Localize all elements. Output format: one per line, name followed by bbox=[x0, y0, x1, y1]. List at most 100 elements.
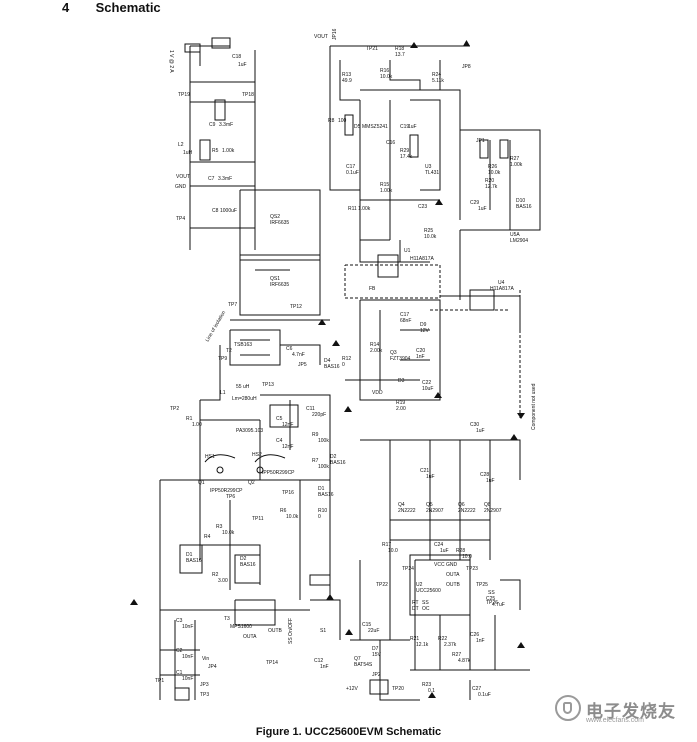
c28-value: 1uF bbox=[486, 478, 495, 484]
q2-value: IPP50R299CP bbox=[262, 470, 295, 476]
jp16-label: JP16 bbox=[332, 28, 338, 40]
section-title: Schematic bbox=[95, 0, 161, 15]
r2-value: 3.00 bbox=[218, 578, 228, 584]
d2-label: D2 bbox=[330, 454, 337, 460]
r13-value: 49.9 bbox=[342, 78, 352, 84]
u5a-value: LM2904 bbox=[510, 238, 528, 244]
c24-value: 1uF bbox=[440, 548, 449, 554]
c29-value: 1uF bbox=[478, 206, 487, 212]
q6-label: Q6 bbox=[458, 502, 465, 508]
c9-label: C9 bbox=[209, 122, 216, 128]
d9-label: D9 bbox=[420, 322, 427, 328]
r23-value: 0.1 bbox=[428, 688, 435, 694]
q5-label: Q5 bbox=[426, 502, 433, 508]
vout-label: VOUT bbox=[314, 34, 328, 40]
tp2-label: TP2 bbox=[170, 406, 179, 412]
c19-label: C19 bbox=[400, 124, 409, 130]
tp25-label: TP25 bbox=[476, 582, 488, 588]
r12-label: R12 bbox=[342, 356, 351, 362]
r29-label: R29 bbox=[400, 148, 409, 154]
c9-value: 3.3mF bbox=[219, 122, 233, 128]
component-symbols bbox=[174, 37, 509, 701]
r14-label: R14 bbox=[370, 342, 379, 348]
c8-label: C8 bbox=[212, 208, 219, 214]
c5-label: C5 bbox=[276, 416, 283, 422]
d1-label: D1 bbox=[318, 486, 325, 492]
r28-label: R28 bbox=[456, 548, 465, 554]
outa-label: OUTA bbox=[243, 634, 257, 640]
c25-value: 4.7uF bbox=[492, 602, 505, 608]
lm-label: Lm=280uH bbox=[232, 396, 257, 402]
c25-label: C25 bbox=[486, 596, 495, 602]
c6-value: 4.7nF bbox=[292, 352, 305, 358]
d1b-label: D1 bbox=[186, 552, 193, 558]
d10-label: D10 bbox=[516, 198, 525, 204]
c20-value: 1nF bbox=[416, 354, 425, 360]
s1-label: S1 bbox=[320, 628, 326, 634]
vdd-label: VDD bbox=[372, 390, 383, 396]
r4-label: R4 bbox=[204, 534, 211, 540]
r17-label: R17 bbox=[382, 542, 391, 548]
c4-value: 12nF bbox=[282, 444, 293, 450]
r7-label: R7 bbox=[312, 458, 319, 464]
tp13-label: TP13 bbox=[262, 382, 274, 388]
line-of-isolation: Line of isolation bbox=[205, 310, 228, 343]
tp3-label: TP3 bbox=[200, 692, 209, 698]
r6-label: R6 bbox=[280, 508, 287, 514]
c22-value: 10uF bbox=[422, 386, 433, 392]
r25-value: 10.0k bbox=[424, 234, 437, 240]
outb-label: OUTB bbox=[268, 628, 283, 634]
r19-value: 2.00 bbox=[396, 406, 406, 412]
t2-label: T2 bbox=[226, 348, 232, 354]
tp19-label: TP19 bbox=[178, 92, 190, 98]
component-labels: VOUT VOUT GND 1 V @ 2 A JP16 TP21 R18 13… bbox=[155, 28, 537, 698]
r18-value: 13.7 bbox=[395, 52, 405, 58]
r20-label: R20 bbox=[485, 178, 494, 184]
r25-label: R25 bbox=[424, 228, 433, 234]
qs1-label: QS1 bbox=[270, 276, 280, 282]
r16-label: R16 bbox=[380, 68, 389, 74]
r28-value: 10.0 bbox=[462, 554, 472, 560]
u1-value: H11A817A bbox=[410, 256, 434, 262]
c15-label: C15 bbox=[362, 622, 371, 628]
tp23-label: TP23 bbox=[466, 566, 478, 572]
tp18-label: TP18 bbox=[242, 92, 254, 98]
q1-value: IPP50R299CP bbox=[210, 488, 243, 494]
pin-ss: SS bbox=[422, 600, 429, 606]
q8-value: 2N2907 bbox=[484, 508, 502, 514]
t3-label: T3 bbox=[224, 616, 230, 622]
t3-value: MPS1600 bbox=[230, 624, 252, 630]
c11-value: 220pF bbox=[312, 412, 326, 418]
fb-label: FB bbox=[369, 286, 376, 292]
r29-value: 17.4k bbox=[400, 154, 413, 160]
l1-label: L1 bbox=[220, 390, 226, 396]
pin-outb: OUTB bbox=[446, 582, 461, 588]
r20-value: 12.7k bbox=[485, 184, 498, 190]
tp24-label: TP24 bbox=[402, 566, 414, 572]
c1-value: 10nF bbox=[182, 676, 193, 682]
r24-label: R24 bbox=[432, 72, 441, 78]
c29-label: C29 bbox=[470, 200, 479, 206]
d7-value: 15V bbox=[372, 652, 382, 658]
ss-onoff-label: SS On/OFF bbox=[288, 618, 294, 644]
tp20-label: TP20 bbox=[392, 686, 404, 692]
watermark-text: 电子发烧友 bbox=[586, 702, 676, 721]
page-header: 4 Schematic bbox=[62, 0, 161, 16]
c1-label: C1 bbox=[176, 670, 183, 676]
r2-label: R2 bbox=[212, 572, 219, 578]
q5-value: 2N2907 bbox=[426, 508, 444, 514]
c21-label: C21 bbox=[420, 468, 429, 474]
watermark-logo-icon bbox=[555, 695, 581, 721]
tp1-label: TP1 bbox=[155, 678, 164, 684]
wires bbox=[159, 43, 541, 701]
r27b-label: R27 bbox=[452, 652, 461, 658]
r22-label: R22 bbox=[438, 636, 447, 642]
c11-label: C11 bbox=[306, 406, 315, 412]
ss-net-label: SS bbox=[488, 590, 495, 596]
tp14-label: TP14 bbox=[266, 660, 278, 666]
d2-value: BAS16 bbox=[330, 460, 346, 466]
u1-label: U1 bbox=[404, 248, 411, 254]
r27-value: 1.00k bbox=[510, 162, 523, 168]
qs2-value: IRF6635 bbox=[270, 220, 289, 226]
d2b-label: D2 bbox=[240, 556, 247, 562]
